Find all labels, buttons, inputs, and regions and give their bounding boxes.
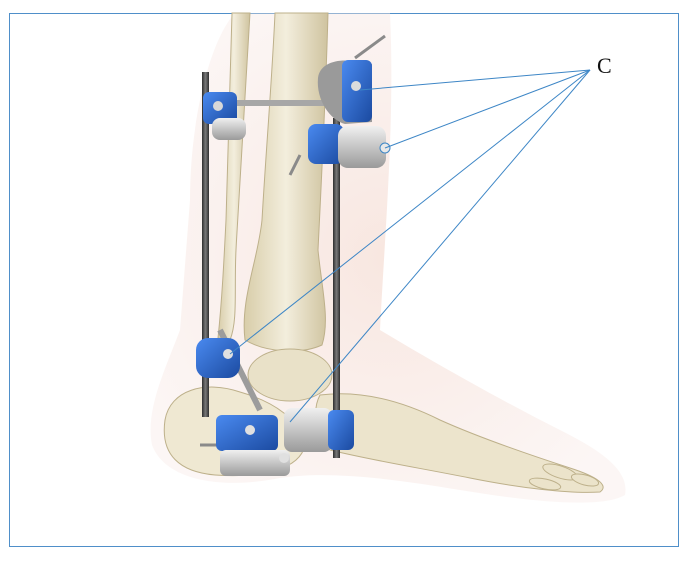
rod-right <box>333 118 340 458</box>
clamp-middle <box>196 338 240 378</box>
talus-bone <box>248 349 332 401</box>
callout-label: C <box>597 55 612 77</box>
